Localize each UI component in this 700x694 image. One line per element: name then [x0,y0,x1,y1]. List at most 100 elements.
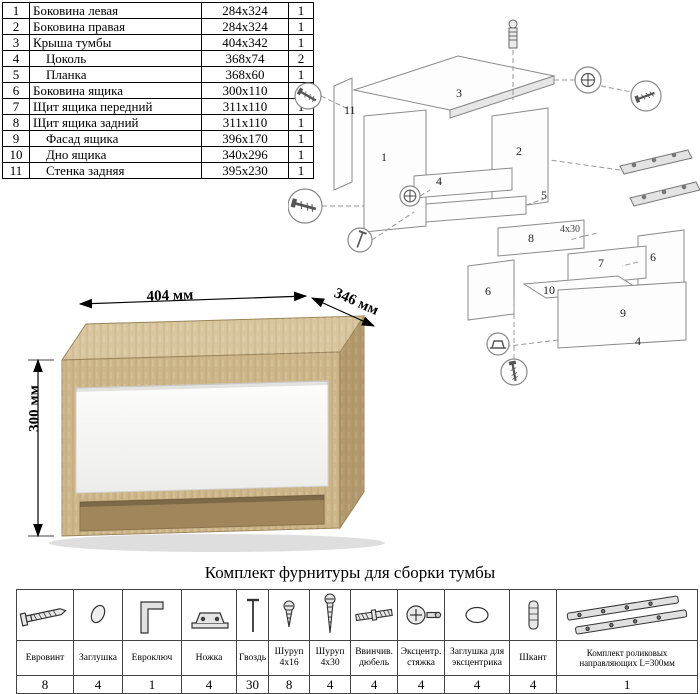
part-name: Стенка задняя [29,162,202,179]
hardware-qty: 8 [16,675,74,694]
hardware-qty: 4 [181,675,237,694]
part-name: Боковина ящика [29,82,202,99]
hardware-qty: 4 [350,675,399,694]
part-number: 6 [2,82,30,99]
nightstand-drawing [28,291,385,552]
part-qty: 1 [288,162,314,179]
part-number: 7 [2,98,30,115]
nail-icon [235,589,270,641]
screw-4x30-icon [309,589,352,641]
part-size: 368x74 [201,50,289,67]
part-number: 8 [2,114,30,131]
dowel-screw-icon [350,589,399,641]
part-name: Планка [29,66,202,83]
part-name: Щит ящика передний [29,98,202,115]
hardware-name: Комплект роликовых направляющих L=300мм [556,640,699,676]
cam-cap-icon [444,589,511,641]
hardware-qty: 1 [122,675,182,694]
hex-key-icon [122,589,182,641]
diagram-label: 6 [650,250,656,264]
cam-lock-icon [397,589,446,641]
hardware-name: Заглушка для эксцентрика [444,640,511,676]
part-number: 9 [2,130,30,147]
diagram-label: 3 [456,86,462,100]
dimension-height: 300 мм [26,385,43,432]
part-number: 2 [2,18,30,35]
part-name: Дно ящика [29,146,202,163]
part-number: 5 [2,66,30,83]
hardware-name: Гвоздь [235,640,270,676]
exploded-diagram-drawing [288,19,700,386]
hardware-qty: 4 [509,675,558,694]
part-size: 284x324 [201,18,289,35]
part-number: 3 [2,34,30,51]
hardware-icon-row [16,589,699,641]
diagram-label: 8 [528,231,534,245]
diagram-label: 5 [541,188,547,202]
hardware-name: Шуруп 4х16 [268,640,311,676]
part-name: Фасад ящика [29,130,202,147]
exploded-diagram: 3 11 1 2 4 5 8 4х30 7 6 6 10 9 4 [288,0,700,392]
foot-icon [181,589,237,641]
part-number: 11 [2,162,30,179]
part-qty: 1 [288,66,314,83]
hardware-name: Ввинчив. дюбель [350,640,399,676]
hardware-qty: 4 [444,675,511,694]
hardware-name: Шкант [509,640,558,676]
diagram-label: 6 [485,284,491,298]
part-size: 395x230 [201,162,289,179]
hardware-table: Евровинт Заглушка Евроключ Ножка Гвоздь … [16,589,699,694]
diagram-label: 9 [620,306,626,320]
part-name: Крыша тумбы [29,34,202,51]
hardware-qty: 30 [235,675,270,694]
hardware-name: Шуруп 4х30 [309,640,352,676]
drawer-slides-icon [556,589,699,641]
hardware-name: Эксцентр. стяжка [397,640,446,676]
hardware-name: Евроключ [122,640,182,676]
hardware-title: Комплект фурнитуры для сборки тумбы [204,563,496,582]
part-size: 396x170 [201,130,289,147]
part-number: 10 [2,146,30,163]
diagram-label: 4 [436,174,442,188]
hardware-qty: 4 [397,675,446,694]
part-name: Цоколь [29,50,202,67]
part-name: Боковина правая [29,18,202,35]
dowel-icon [509,589,558,641]
part-size: 284x324 [201,2,289,19]
part-name: Боковина левая [29,2,202,19]
diagram-screw-note: 4х30 [560,224,580,235]
part-size: 300x110 [201,82,289,99]
hardware-name: Евровинт [16,640,74,676]
diagram-label: 7 [598,256,604,270]
part-size: 368x60 [201,66,289,83]
part-number: 1 [2,2,30,19]
hardware-name: Ножка [181,640,237,676]
product-render: 404 мм 346 мм 300 мм [22,285,400,576]
cap-icon [73,589,123,641]
part-size: 311x110 [201,114,289,131]
part-size: 404x342 [201,34,289,51]
hardware-name: Заглушка [73,640,123,676]
part-size: 311x110 [201,98,289,115]
hardware-qty: 4 [73,675,123,694]
diagram-label: 11 [344,103,356,117]
part-size: 340x296 [201,146,289,163]
diagram-label: 2 [516,144,522,158]
hardware-qty: 8 [268,675,311,694]
diagram-label: 4 [635,334,641,348]
hardware-qty: 4 [309,675,352,694]
hardware-name-row: Евровинт Заглушка Евроключ Ножка Гвоздь … [16,640,699,676]
hardware-qty: 1 [556,675,699,694]
